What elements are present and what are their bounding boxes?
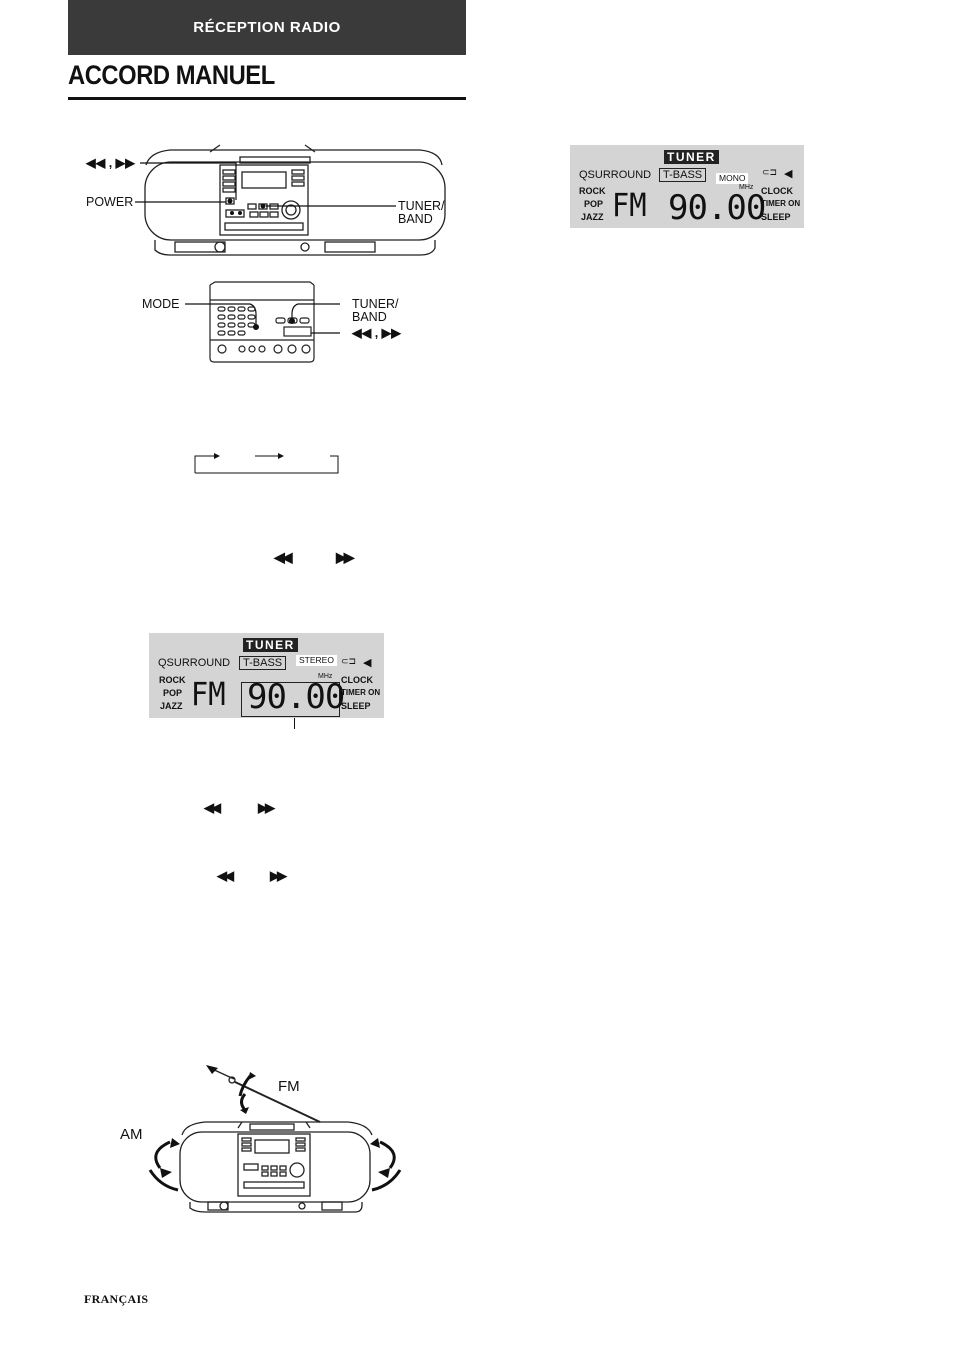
qsurround-label: QSURROUND — [579, 169, 652, 181]
skip-buttons-label: ◀◀ , ▶▶ — [86, 156, 135, 170]
frequency-box — [241, 682, 340, 717]
rewind-symbol-2: ◀◀ — [204, 800, 221, 815]
remote-tuner-band-label: TUNER/ BAND — [352, 297, 399, 324]
tuner-badge: TUNER — [664, 150, 719, 164]
arrow-icon: ◀ — [363, 657, 372, 669]
rock-label: ROCK — [579, 186, 606, 196]
tuner-badge: TUNER — [243, 638, 298, 652]
pop-label: POP — [163, 688, 183, 698]
mhz-label: MHz — [318, 673, 333, 680]
sleep-label: SLEEP — [341, 701, 371, 711]
forward-symbol: ▶▶ — [336, 549, 354, 565]
band-cycle-diagram — [190, 448, 342, 478]
band-readout: FM — [611, 186, 647, 224]
rewind-symbol: ◀◀ — [274, 549, 292, 565]
rewind-symbol-3: ◀◀ — [217, 868, 234, 883]
tuner-band-label: TUNER/ BAND — [398, 199, 445, 226]
cd-icon: ⊂⊐ — [341, 656, 357, 666]
band-cycle-arrows — [194, 453, 339, 474]
fm-antenna-label: FM — [278, 1078, 300, 1095]
forward-symbol-2: ▶▶ — [258, 800, 275, 815]
section-header: RÉCEPTION RADIO — [68, 0, 466, 55]
mono-indicator: MONO — [716, 173, 749, 184]
boombox-front-figure — [80, 140, 460, 265]
frequency-pointer-line — [294, 718, 295, 729]
clock-label: CLOCK — [761, 186, 793, 196]
language-footer: FRANÇAIS — [84, 1292, 149, 1306]
section-title: RÉCEPTION RADIO — [193, 19, 341, 36]
power-label: POWER — [86, 195, 134, 209]
timer-on-label: TIMER ON — [761, 199, 801, 208]
remote-panel-figure — [180, 280, 350, 365]
rock-label: ROCK — [159, 675, 186, 685]
stereo-indicator: STEREO — [296, 655, 337, 666]
arrow-icon: ◀ — [784, 168, 793, 180]
page-title: ACCORD MANUEL — [68, 60, 275, 90]
remote-panel-illustration — [185, 281, 350, 363]
pop-label: POP — [584, 199, 604, 209]
lcd-display-stereo: TUNER QSURROUND T-BASS STEREO ⊂⊐ ◀ ROCK … — [149, 633, 384, 718]
title-rule — [68, 97, 466, 100]
antenna-illustration — [148, 1065, 402, 1213]
tbass-label: T-BASS — [659, 168, 707, 182]
frequency-readout: 90.00 — [247, 677, 345, 717]
tbass-label: T-BASS — [239, 656, 287, 670]
jazz-label: JAZZ — [160, 701, 183, 711]
qsurround-label: QSURROUND — [158, 657, 231, 669]
am-antenna-label: AM — [120, 1126, 143, 1143]
clock-label: CLOCK — [341, 675, 373, 685]
mode-label: MODE — [142, 297, 180, 311]
band-readout: FM — [190, 675, 226, 713]
mhz-label: MHz — [739, 184, 754, 191]
forward-symbol-3: ▶▶ — [270, 868, 287, 883]
sleep-label: SLEEP — [761, 212, 791, 222]
timer-on-label: TIMER ON — [341, 688, 381, 697]
boombox-front-illustration — [135, 144, 446, 256]
jazz-label: JAZZ — [581, 212, 604, 222]
antenna-figure — [110, 1060, 420, 1215]
remote-skip-label: ◀◀ , ▶▶ — [352, 326, 401, 340]
lcd-display-mono: TUNER QSURROUND T-BASS MONO ⊂⊐ ◀ ROCK PO… — [570, 145, 804, 228]
cd-icon: ⊂⊐ — [762, 167, 778, 177]
frequency-readout: 90.00 — [668, 188, 766, 228]
